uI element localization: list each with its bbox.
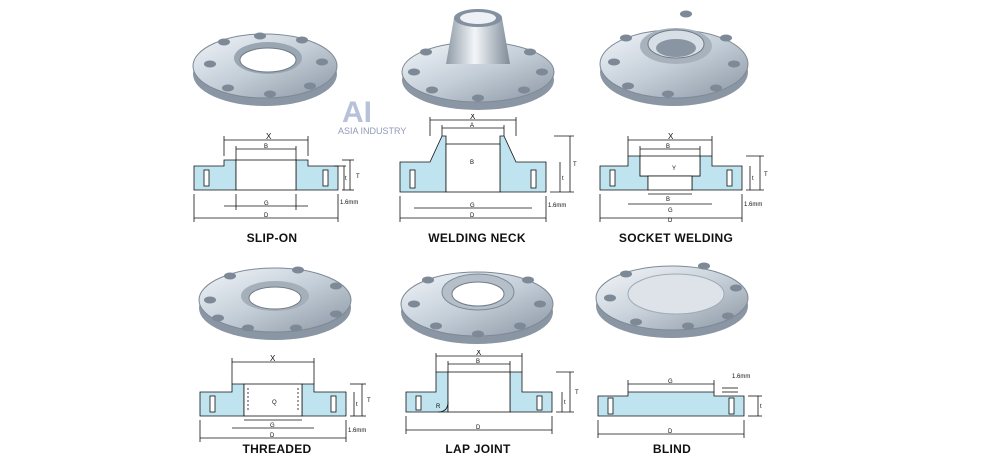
dim-t: T — [575, 390, 579, 396]
watermark-text: ASIA INDUSTRY — [338, 126, 406, 136]
dim-b: B — [666, 197, 670, 203]
dim-t: T — [356, 174, 360, 180]
dim-small-t: t — [752, 176, 754, 182]
dim-x: X — [476, 350, 482, 357]
slip-on-flange-render — [192, 32, 338, 106]
socket-welding-section-drawing: X B Y T t B G D 1.6mm — [599, 132, 768, 224]
socket-welding-flange-render — [599, 10, 749, 106]
threaded-flange-render — [198, 266, 352, 340]
dim-d: D — [668, 429, 673, 435]
lap-joint-flange-render — [400, 271, 554, 344]
dim-mm: 1.6mm — [340, 200, 358, 206]
caption-lap-joint: LAP JOINT — [445, 442, 511, 456]
welding-neck-section-drawing: X A B T t G D 1.6mm — [399, 114, 577, 222]
caption-blind: BLIND — [652, 442, 692, 456]
welding-neck-flange-render — [401, 9, 555, 110]
dim-x: X — [266, 132, 272, 141]
blind-flange-render — [595, 262, 749, 338]
dim-mm: 1.6mm — [732, 374, 750, 380]
blind-section-drawing: G 1.6mm t D — [597, 374, 762, 438]
dim-x: X — [668, 132, 674, 141]
dim-g: G — [668, 379, 673, 385]
dim-small-t: t — [564, 400, 566, 406]
threaded-section-drawing: X Q T t G D 1.6mm — [199, 354, 371, 442]
dim-b2: B — [666, 144, 670, 150]
dim-d: D — [668, 218, 673, 224]
dim-a: A — [470, 123, 474, 129]
dim-g: G — [264, 201, 269, 207]
lap-joint-section-drawing: X B R T t D — [405, 350, 579, 434]
dim-d: D — [476, 425, 481, 431]
dim-d: D — [470, 213, 475, 219]
dim-mm: 1.6mm — [548, 203, 566, 209]
dim-mm: 1.6mm — [348, 428, 366, 434]
caption-slip-on: SLIP-ON — [246, 231, 298, 245]
dim-y: Y — [672, 166, 676, 172]
dim-g: G — [668, 208, 673, 214]
dim-r: R — [436, 404, 441, 410]
dim-x: X — [270, 354, 276, 363]
caption-socket-welding: SOCKET WELDING — [618, 231, 734, 245]
dim-t: T — [764, 172, 768, 178]
dim-small-t: t — [760, 404, 762, 410]
dim-g: G — [470, 203, 475, 209]
caption-threaded: THREADED — [242, 442, 312, 456]
dim-t: T — [573, 162, 577, 168]
asia-industry-watermark: AI ASIA INDUSTRY — [336, 96, 426, 140]
dim-b: B — [476, 359, 480, 365]
dim-d: D — [264, 213, 269, 219]
dim-small-t: t — [345, 176, 347, 182]
dim-q: Q — [272, 400, 277, 406]
dim-small-t: t — [356, 402, 358, 408]
caption-welding-neck: WELDING NECK — [428, 231, 526, 245]
dim-d: D — [270, 433, 275, 439]
watermark-mark: AI — [342, 96, 372, 129]
dim-b: B — [470, 160, 474, 166]
dim-b: B — [264, 144, 268, 150]
dim-x: X — [470, 114, 476, 121]
dim-t: T — [367, 398, 371, 404]
dim-g: G — [270, 423, 275, 429]
slip-on-section-drawing: X B T t G D 1.6mm — [193, 132, 360, 222]
watermark-logo: AI ASIA INDUSTRY — [338, 96, 406, 136]
dim-small-t: t — [562, 176, 564, 182]
dim-mm: 1.6mm — [744, 202, 762, 208]
